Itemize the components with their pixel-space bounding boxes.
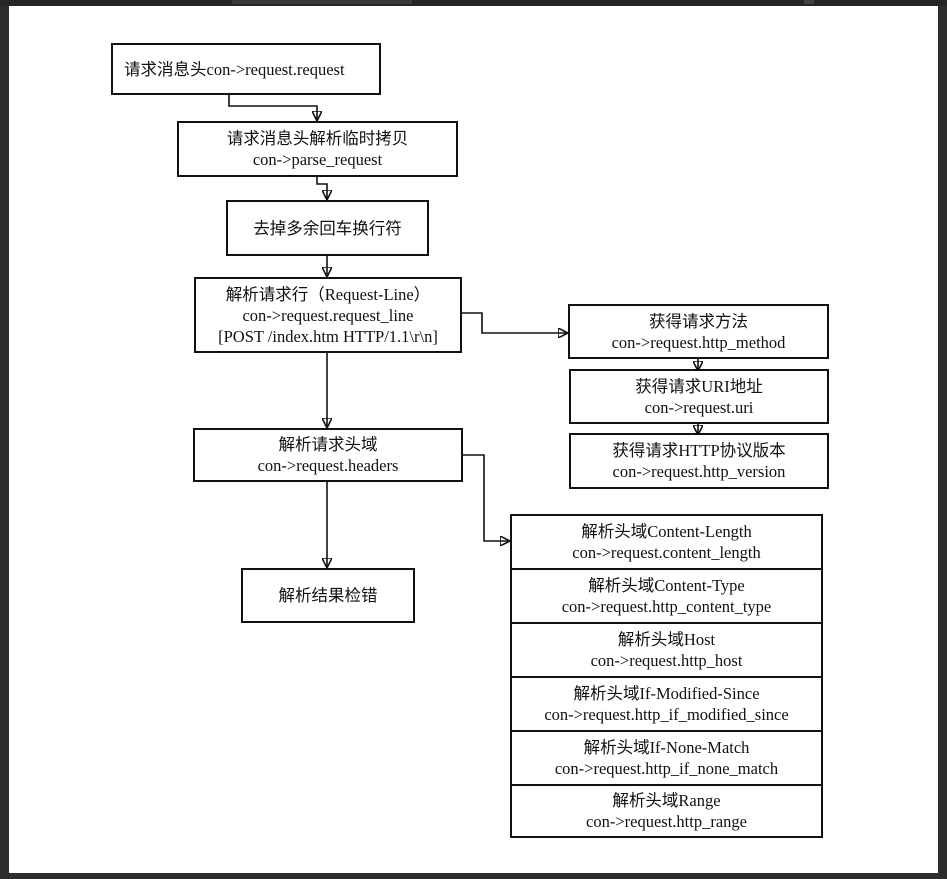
node-request-line1: 请求消息头con->request.request — [124, 59, 345, 79]
node-request: 请求消息头con->request.request — [111, 43, 381, 95]
node-method-line1: 获得请求方法 — [649, 311, 748, 331]
node-host-line2: con->request.http_host — [590, 651, 743, 670]
node-check: 解析结果检错 — [241, 568, 415, 623]
node-uri-line2: con->request.uri — [644, 397, 754, 417]
node-host: 解析头域Host con->request.http_host — [510, 622, 823, 678]
edge-parse-copy-to-strip-crlf — [316, 176, 327, 198]
node-if-modified-since: 解析头域If-Modified-Since con->request.http_… — [510, 676, 823, 732]
node-content-length-line1: 解析头域Content-Length — [581, 522, 752, 541]
node-if-modified-since-line2: con->request.http_if_modified_since — [544, 705, 789, 724]
edge-request-line-to-method — [462, 312, 566, 333]
node-request-line: 解析请求行（Request-Line） con->request.request… — [194, 277, 462, 353]
node-uri: 获得请求URI地址 con->request.uri — [569, 369, 829, 424]
node-range-line2: con->request.http_range — [586, 812, 747, 831]
node-strip-crlf: 去掉多余回车换行符 — [226, 200, 429, 256]
node-if-none-match: 解析头域If-None-Match con->request.http_if_n… — [510, 730, 823, 786]
node-request-line-line3: [POST /index.htm HTTP/1.1\r\n] — [218, 326, 438, 346]
node-if-modified-since-line1: 解析头域If-Modified-Since — [573, 684, 760, 703]
node-parse-copy: 请求消息头解析临时拷贝 con->parse_request — [177, 121, 458, 177]
node-method-line2: con->request.http_method — [611, 332, 786, 352]
node-parse-copy-line1: 请求消息头解析临时拷贝 — [226, 129, 409, 148]
node-check-line1: 解析结果检错 — [278, 586, 378, 605]
node-headers: 解析请求头域 con->request.headers — [193, 428, 463, 482]
node-headers-line2: con->request.headers — [257, 456, 399, 475]
cropped-toolbar-icon — [804, 0, 814, 4]
node-method: 获得请求方法 con->request.http_method — [568, 304, 829, 359]
viewer-top-strip — [0, 0, 947, 6]
node-version-line1: 获得请求HTTP协议版本 — [612, 441, 786, 460]
edge-request-to-parse-copy — [228, 95, 317, 119]
node-host-line1: 解析头域Host — [617, 630, 716, 649]
node-range: 解析头域Range con->request.http_range — [510, 784, 823, 838]
node-parse-copy-line2: con->parse_request — [252, 150, 383, 169]
node-content-type-line2: con->request.http_content_type — [561, 597, 772, 616]
node-content-type: 解析头域Content-Type con->request.http_conte… — [510, 568, 823, 624]
node-content-length: 解析头域Content-Length con->request.content_… — [510, 514, 823, 570]
node-request-line-line1: 解析请求行（Request-Line） — [225, 284, 431, 304]
cropped-title-text — [232, 0, 412, 4]
node-version: 获得请求HTTP协议版本 con->request.http_version — [569, 433, 829, 489]
node-version-line2: con->request.http_version — [612, 462, 786, 481]
node-request-line-line2: con->request.request_line — [242, 305, 414, 325]
node-range-line1: 解析头域Range — [612, 791, 721, 810]
node-if-none-match-line1: 解析头域If-None-Match — [583, 738, 750, 757]
node-content-type-line1: 解析头域Content-Type — [588, 576, 745, 595]
edge-headers-to-content-length — [462, 454, 508, 541]
node-content-length-line2: con->request.content_length — [572, 543, 761, 562]
node-if-none-match-line2: con->request.http_if_none_match — [554, 759, 779, 778]
node-uri-line1: 获得请求URI地址 — [635, 376, 763, 396]
node-headers-line1: 解析请求头域 — [278, 435, 378, 454]
node-strip-crlf-line1: 去掉多余回车换行符 — [253, 218, 402, 238]
